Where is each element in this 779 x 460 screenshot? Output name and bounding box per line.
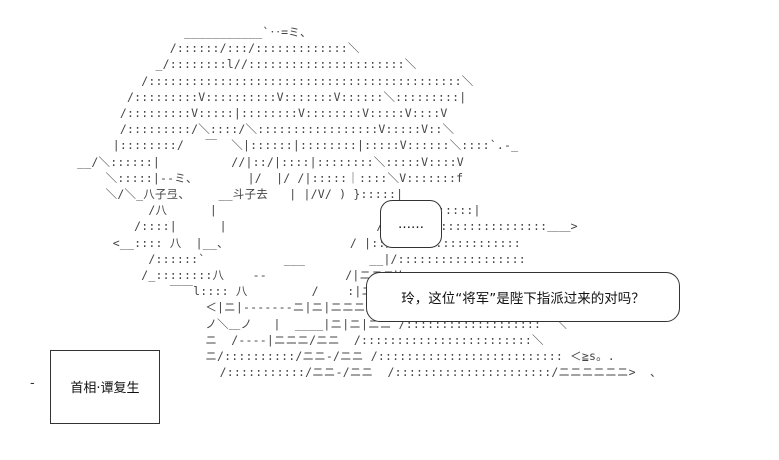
ascii-art-line: /:::::::::::::::::::::::::::::::::::::::… [141,73,474,88]
ascii-art-figure: ___________`‥=ミ、 /::::::/:::/:::::::::::… [70,24,662,380]
speech-bubble-ellipsis-text: …… [398,216,424,232]
ascii-art-line: _/::::::::l//::::::::::::::::::::::＼ [155,57,417,72]
speech-bubble-question: 玲，这位“将军”是陛下指派过来的对吗？ [366,272,680,322]
speaker-name: 首相·谭复生 [70,381,140,396]
ascii-art-line: <__:::: 八 |__、 / |::/:::::::::::::::::: [112,235,521,250]
ascii-art-line: /::::::` ___ __|/:::::::::::::::::: [148,251,526,266]
speaker-caption-box: 首相·谭复生 [50,350,160,424]
ascii-art-line: /:::::::::V::::::::::V:::::::V::::::＼:::… [126,89,467,104]
speech-bubble-ellipsis: …… [380,200,442,248]
caption-left-border [50,351,51,423]
ascii-art-line: /:::::::::/＼::::/＼:::::::::::::::::V::::… [119,122,455,137]
ascii-art-line: /:::::::::::/ニニ-/ニニ /:::::::::::::::::::… [70,365,662,380]
ascii-art-line: ニ /----|ニニニ/ニニ /::::::::::::::::::::::::… [205,332,544,347]
ascii-art-line: /::::::/:::/:::::::::::::＼ [169,41,360,56]
speech-bubble-question-text: 玲，这位“将军”是陛下指派过来的对吗？ [401,291,645,307]
ascii-art-line: ニ/::::::::::/ニニ-/ニニ /:::::::::::::::::::… [205,349,615,364]
ascii-art-line: ＼/＼_八子弖、 __斗子去 | |/V/ ) }:::::| [105,187,404,202]
ascii-art-line: |::::::::/ ￣ ＼|::::::|::::::::|:::::V:::… [112,138,519,153]
caption-dash: - [30,376,35,391]
ascii-art-line: __/＼::::::| //|::/|::::|::::::::＼:::::V:… [77,154,464,169]
ascii-art-line: ＼:::::|--ミ、 |/ |/ /|:::::｜::::＼V:::::::f [105,170,464,185]
ascii-art-line: /:::::::::V:::::|::::::::V::::::::V:::::… [119,106,448,121]
ascii-art-line: ___________`‥=ミ、 [183,25,312,39]
caption-right-border [159,351,160,423]
ascii-art-line: /::::| | /|::::/:::::::::::::::::＿＿> [134,219,578,234]
